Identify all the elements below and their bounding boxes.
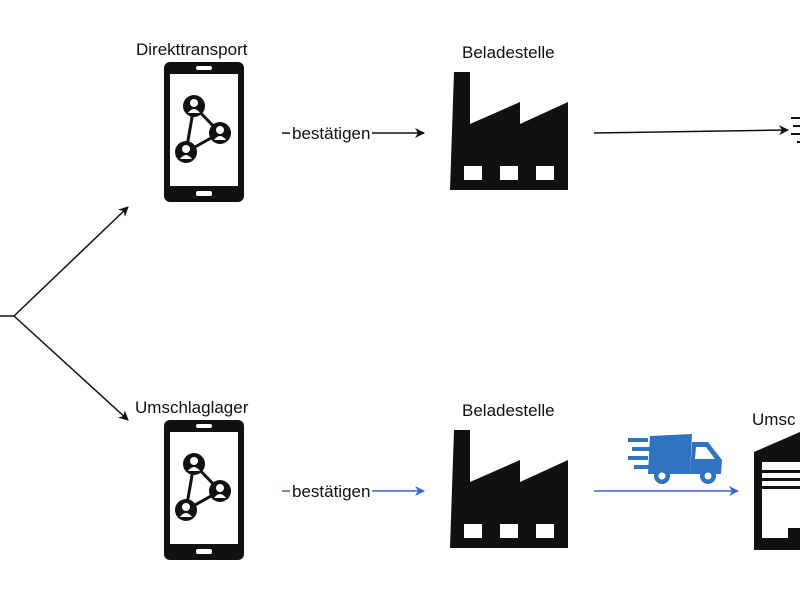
arrow-to-destination-top (593, 125, 789, 136)
smartphone-network-icon (162, 60, 246, 204)
truck-icon-cropped (791, 117, 800, 143)
branch-connector (0, 206, 129, 421)
arrow-to-direkttransport (13, 206, 129, 317)
warehouse-icon (754, 432, 800, 550)
factory-label-top: Beladestelle (462, 43, 555, 62)
phone-label-umschlaglager: Umschlaglager (135, 398, 249, 417)
factory-icon (450, 72, 568, 190)
edge-label-confirm-top: bestätigen (290, 124, 373, 144)
smartphone-network-icon (162, 418, 246, 562)
arrow-to-umschlaglager (13, 315, 129, 421)
factory-label-bottom: Beladestelle (462, 401, 555, 420)
factory-icon (450, 430, 568, 548)
truck-icon (626, 432, 724, 486)
phone-label-direkttransport: Direkttransport (136, 40, 248, 59)
edge-label-confirm-bottom: bestätigen (290, 482, 373, 502)
warehouse-label: Umsc (752, 410, 796, 429)
